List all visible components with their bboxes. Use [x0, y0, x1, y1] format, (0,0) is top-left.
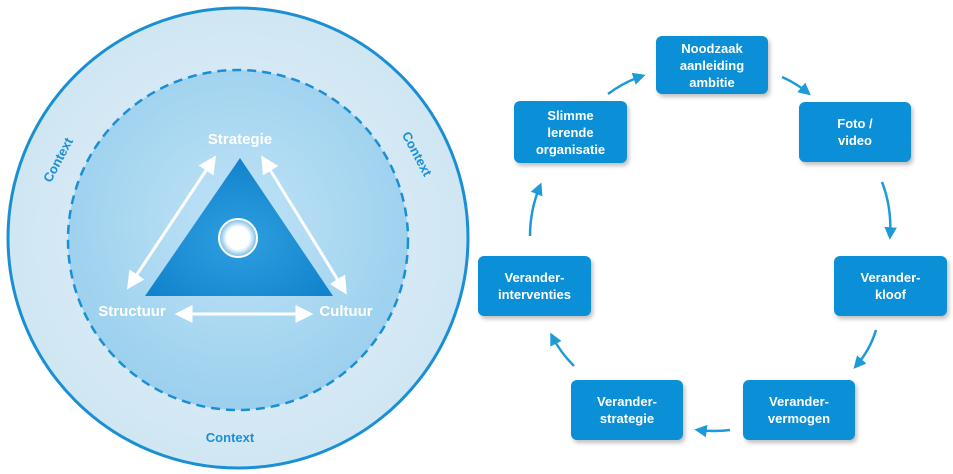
label-structuur: Structuur [98, 303, 166, 320]
box-veranderkloof: Verander- kloof [834, 256, 947, 316]
box-noodzaak: Noodzaak aanleiding ambitie [656, 36, 768, 94]
cycle-arrow-2 [880, 181, 897, 240]
box-veranderinterventies: Verander- interventies [478, 256, 591, 316]
arrow-strategie-cultuur [261, 155, 347, 295]
cycle-arrow-5 [550, 332, 575, 367]
cycle-arrow-3 [853, 329, 878, 369]
cycle-arrow-7 [607, 72, 646, 96]
context-label-bottom: Context [206, 430, 255, 445]
box-verandervermogen: Verander- vermogen [743, 380, 855, 440]
box-foto-video: Foto / video [799, 102, 911, 162]
cycle-arrow-4 [694, 424, 731, 438]
box-slimme-lerende-organisatie: Slimme lerende organisatie [514, 101, 627, 163]
arrow-strategie-structuur [127, 155, 216, 290]
cycle-arrow-6 [528, 182, 543, 237]
center-circle [218, 218, 258, 258]
label-cultuur: Cultuur [319, 303, 372, 320]
cycle-arrow-1 [781, 75, 811, 96]
label-strategie: Strategie [208, 131, 272, 148]
box-veranderstrategie: Verander- strategie [571, 380, 683, 440]
